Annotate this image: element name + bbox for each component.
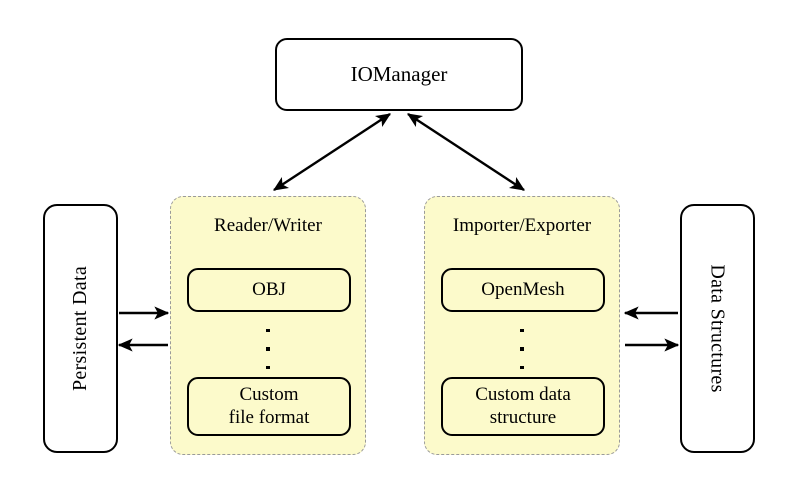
- importer-exporter-item-custom-data-structure[interactable]: Custom data structure: [441, 377, 605, 436]
- importer-exporter-item-openmesh-label: OpenMesh: [481, 278, 565, 300]
- importer-exporter-item-custom-line1: Custom data: [475, 383, 571, 405]
- importer-exporter-item-openmesh[interactable]: OpenMesh: [441, 268, 605, 312]
- reader-writer-panel[interactable]: Reader/Writer OBJ Custom file format: [170, 196, 366, 455]
- reader-writer-panel-title: Reader/Writer: [214, 215, 322, 236]
- reader-writer-item-custom-line1: Custom: [239, 383, 299, 405]
- arrow-manager-readerwriter: [273, 112, 391, 192]
- io-manager-node[interactable]: IOManager: [275, 38, 523, 111]
- io-manager-label: IOManager: [350, 62, 448, 87]
- importer-exporter-panel-title: Importer/Exporter: [452, 215, 592, 236]
- persistent-data-node[interactable]: Persistent Data: [43, 204, 118, 453]
- importer-exporter-item-custom-line2: structure: [489, 406, 557, 428]
- reader-writer-item-custom-line2: file format: [228, 406, 310, 428]
- reader-writer-ellipsis-icon: [171, 329, 365, 369]
- arrow-manager-importerexporter: [407, 112, 525, 192]
- persistent-data-label: Persistent Data: [69, 265, 91, 392]
- data-structures-node[interactable]: Data Structures: [680, 204, 755, 453]
- data-structures-label: Data Structures: [707, 264, 730, 393]
- reader-writer-item-obj-label: OBJ: [252, 278, 286, 300]
- reader-writer-item-custom-file-format[interactable]: Custom file format: [187, 377, 351, 436]
- reader-writer-item-obj[interactable]: OBJ: [187, 268, 351, 312]
- importer-exporter-panel[interactable]: Importer/Exporter OpenMesh Custom data s…: [424, 196, 620, 455]
- importer-exporter-ellipsis-icon: [425, 329, 619, 369]
